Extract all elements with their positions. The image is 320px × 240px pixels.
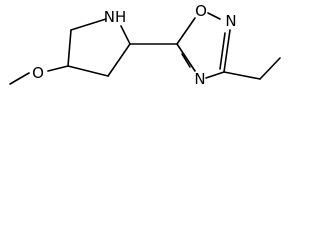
pyrrolidine-bond-c3-c4 — [67, 65, 109, 77]
methoxy-group: O — [9, 64, 69, 85]
methyl-to-oxygen-bond — [9, 72, 30, 85]
ethyl-bond-2 — [259, 57, 281, 80]
pyrrolidine-bond-c4-c5 — [67, 29, 72, 67]
pyrrolidine-bond-n-c2 — [120, 25, 131, 45]
oxadiazole-bond-c5-o1 — [176, 17, 196, 45]
oxadiazole-nitrogen-top-label: N — [225, 12, 236, 30]
pyrrolidine-ring: NH — [67, 8, 131, 77]
pyrrolidine-bond-c5-n — [70, 18, 107, 31]
oxadiazole-bond-o1-n2 — [207, 12, 221, 20]
methoxy-oxygen-label: O — [32, 64, 44, 82]
oxadiazole-bond-n2-c3 — [223, 29, 231, 73]
chemical-structure-diagram: O NH O N N — [9, 2, 281, 88]
ethyl-bond-1 — [223, 71, 261, 80]
pyrrolidine-bond-c2-c3 — [107, 43, 131, 77]
oxadiazole-bond-n2-c3-inner — [219, 32, 226, 70]
ethyl-group — [223, 57, 281, 80]
oxadiazole-bond-n4-c5 — [176, 43, 196, 72]
oxygen-to-ring-carbon-bond — [47, 65, 69, 72]
oxadiazole-ring: O N N — [176, 2, 237, 88]
pyrrolidine-nitrogen-label: NH — [104, 8, 127, 26]
oxadiazole-bond-n4-c5-inner — [181, 53, 191, 68]
oxadiazole-nitrogen-bottom-label: N — [194, 70, 205, 88]
oxadiazole-oxygen-label: O — [195, 2, 207, 20]
oxadiazole-bond-c3-n4 — [205, 71, 225, 79]
